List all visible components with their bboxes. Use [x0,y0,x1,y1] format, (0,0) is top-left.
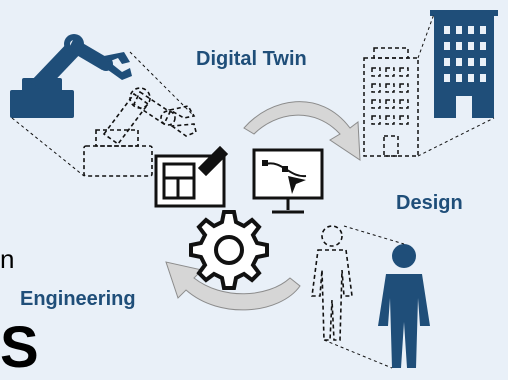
cropped-text-large: S [0,315,39,380]
robot-arm-wireframe-icon [83,87,197,177]
person-wireframe-icon [311,225,353,341]
gear-icon [189,210,269,290]
building-connector-lines [417,13,495,157]
cad-monitor-icon [252,148,324,214]
robot-arm-icon [10,34,132,118]
label-engineering: Engineering [20,288,136,310]
person-connector-lines [323,225,405,369]
label-design: Design [396,192,463,214]
cropped-text-small: n [0,244,15,274]
blueprint-icon [154,145,229,208]
label-digital-twin: Digital Twin [196,48,307,70]
cycle-arrow-icon [165,101,361,311]
building-wireframe-icon [363,47,419,157]
person-icon [378,244,430,368]
building-icon [430,10,498,118]
